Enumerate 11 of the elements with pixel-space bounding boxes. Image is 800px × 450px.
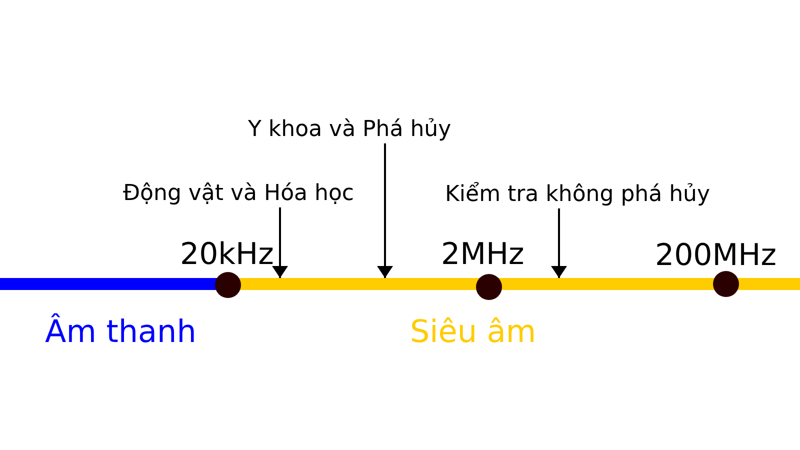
arrow <box>551 208 567 278</box>
arrow <box>272 207 288 278</box>
callout-label: Động vật và Hóa học <box>123 181 354 208</box>
arrow <box>377 143 393 278</box>
callout-label: Y khoa và Phá hủy <box>248 117 452 144</box>
frequency-label: 2MHz <box>441 237 524 273</box>
callout-label: Kiểm tra không phá hủy <box>445 182 710 208</box>
range-label: Siêu âm <box>410 314 536 352</box>
frequency-label: 200MHz <box>655 238 776 274</box>
frequency-label: 20kHz <box>180 237 274 273</box>
range-label: Âm thanh <box>45 314 196 352</box>
